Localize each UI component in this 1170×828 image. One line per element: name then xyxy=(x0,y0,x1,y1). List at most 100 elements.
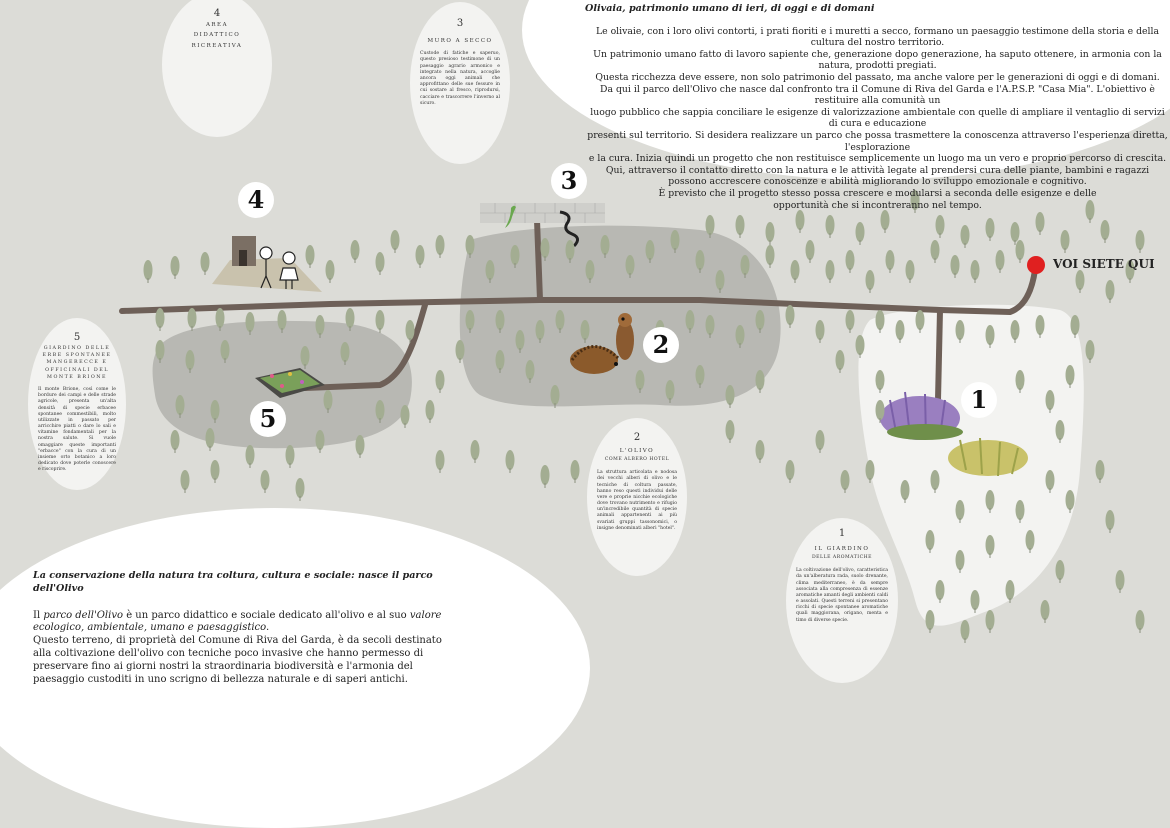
you-are-here-dot xyxy=(1027,256,1045,274)
olive-tree xyxy=(1025,530,1035,550)
card-number: 4 xyxy=(213,8,221,19)
olive-tree xyxy=(315,315,325,335)
olive-tree xyxy=(670,230,680,250)
olive-tree xyxy=(325,260,335,280)
olive-tree xyxy=(1035,212,1045,232)
olive-tree xyxy=(540,465,550,485)
intro-line: e la cura. Inizia quindi un progetto che… xyxy=(588,153,1167,165)
olive-tree xyxy=(340,342,350,362)
olive-tree xyxy=(300,346,310,366)
olive-tree xyxy=(875,370,885,390)
olive-tree xyxy=(1065,365,1075,385)
olive-tree xyxy=(155,308,165,328)
olive-tree xyxy=(390,230,400,250)
intro-line: opportunità che si incontreranno nel tem… xyxy=(773,199,982,211)
marker-2[interactable]: 2 xyxy=(643,327,679,363)
olive-tree xyxy=(435,235,445,255)
info-card-4[interactable]: 4 AREA DIDATTICO RICREATIVA xyxy=(162,0,272,137)
card-title: MURO A SECCO xyxy=(427,38,493,44)
olive-tree xyxy=(840,470,850,490)
olive-tree xyxy=(985,218,995,238)
olive-tree xyxy=(400,405,410,425)
olive-tree xyxy=(1070,315,1080,335)
olive-tree xyxy=(210,460,220,480)
lavender-icon xyxy=(880,391,963,440)
card-title: DIDATTICO xyxy=(193,32,241,39)
card-text: Il monte Brione, così come le bordure de… xyxy=(38,386,116,473)
park-map xyxy=(119,190,1145,643)
intro-line: possono accrescere conoscenze e abilità … xyxy=(668,176,1087,188)
olive-tree xyxy=(1040,600,1050,620)
olive-tree xyxy=(765,222,775,242)
olive-tree xyxy=(540,238,550,258)
olive-tree xyxy=(285,445,295,465)
intro-line: Qui, attraverso il contatto diretto con … xyxy=(605,164,1150,176)
park-name: parco dell'Olivo xyxy=(43,609,124,621)
olive-tree xyxy=(180,470,190,490)
bottom-heading: La conservazione della natura tra coltur… xyxy=(33,570,433,594)
olive-tree xyxy=(375,310,385,330)
marker-5[interactable]: 5 xyxy=(250,401,286,437)
olive-tree xyxy=(950,255,960,275)
olive-tree xyxy=(785,305,795,325)
info-card-1[interactable]: 1 IL GIARDINO DELLE AROMATICHE La coltiv… xyxy=(786,518,898,683)
olive-trees xyxy=(143,190,1145,643)
olive-tree xyxy=(1055,560,1065,580)
olive-tree xyxy=(790,260,800,280)
olive-tree xyxy=(143,260,153,280)
olive-tree xyxy=(1045,390,1055,410)
olive-tree xyxy=(510,245,520,265)
play-area-platform xyxy=(212,258,322,292)
olive-tree xyxy=(815,430,825,450)
olive-tree xyxy=(470,440,480,460)
marker-4[interactable]: 4 xyxy=(238,182,274,218)
olive-tree xyxy=(1005,580,1015,600)
olive-tree xyxy=(1010,222,1020,242)
olive-tree xyxy=(1125,260,1135,280)
olive-tree xyxy=(735,215,745,235)
info-card-5[interactable]: 5 GIARDINO DELLE ERBE SPONTANEE MANGEREC… xyxy=(28,318,126,490)
olive-tree xyxy=(155,340,165,360)
marker-1[interactable]: 1 xyxy=(961,382,997,418)
olive-tree xyxy=(915,310,925,330)
olive-tree xyxy=(435,370,445,390)
info-card-3[interactable]: 3 MURO A SECCO Custode di fatiche e sape… xyxy=(410,2,510,164)
olive-tree xyxy=(245,445,255,465)
olive-tree xyxy=(1105,510,1115,530)
branch-path-herbs xyxy=(302,302,428,391)
intro-line: Le olivaie, con i loro olivi contorti, i… xyxy=(595,25,1160,49)
olive-tree xyxy=(805,240,815,260)
info-card-2[interactable]: 2 L'OLIVO COME ALBERO HOTEL La struttura… xyxy=(587,418,687,576)
olive-tree xyxy=(960,620,970,640)
olive-tree xyxy=(435,450,445,470)
olive-tree xyxy=(425,400,435,420)
olive-tree xyxy=(355,435,365,455)
olive-tree xyxy=(525,360,535,380)
marker-3[interactable]: 3 xyxy=(551,163,587,199)
olive-tree xyxy=(1015,370,1025,390)
card-text: La coltivazione dell'olivo, caratteristi… xyxy=(796,568,888,623)
card-title: RICREATIVA xyxy=(191,42,243,49)
card-title: GIARDINO DELLE ERBE SPONTANEE MANGERECCE… xyxy=(42,346,112,380)
olive-tree xyxy=(755,310,765,330)
olive-tree xyxy=(495,350,505,370)
olive-tree xyxy=(295,478,305,498)
olive-tree xyxy=(1065,490,1075,510)
olive-tree xyxy=(925,530,935,550)
olive-tree xyxy=(1100,220,1110,240)
olive-tree xyxy=(1015,500,1025,520)
olive-tree xyxy=(845,310,855,330)
olive-tree xyxy=(645,240,655,260)
olive-tree xyxy=(210,400,220,420)
olive-tree xyxy=(925,610,935,630)
olive-tree xyxy=(725,420,735,440)
olive-tree xyxy=(1015,240,1025,260)
olive-tree xyxy=(735,325,745,345)
values-emphasis: valore ecologico, ambientale, umano e pa… xyxy=(33,609,442,634)
intro-text: Olivaia, patrimonio umano di ieri, di og… xyxy=(585,3,1170,211)
bottom-paragraph-2: Questo terreno, di proprietà del Comune … xyxy=(33,635,442,685)
herbs-yellow-icon xyxy=(948,437,1028,477)
olive-tree xyxy=(1105,280,1115,300)
olive-tree xyxy=(905,260,915,280)
olive-tree xyxy=(1085,200,1095,220)
